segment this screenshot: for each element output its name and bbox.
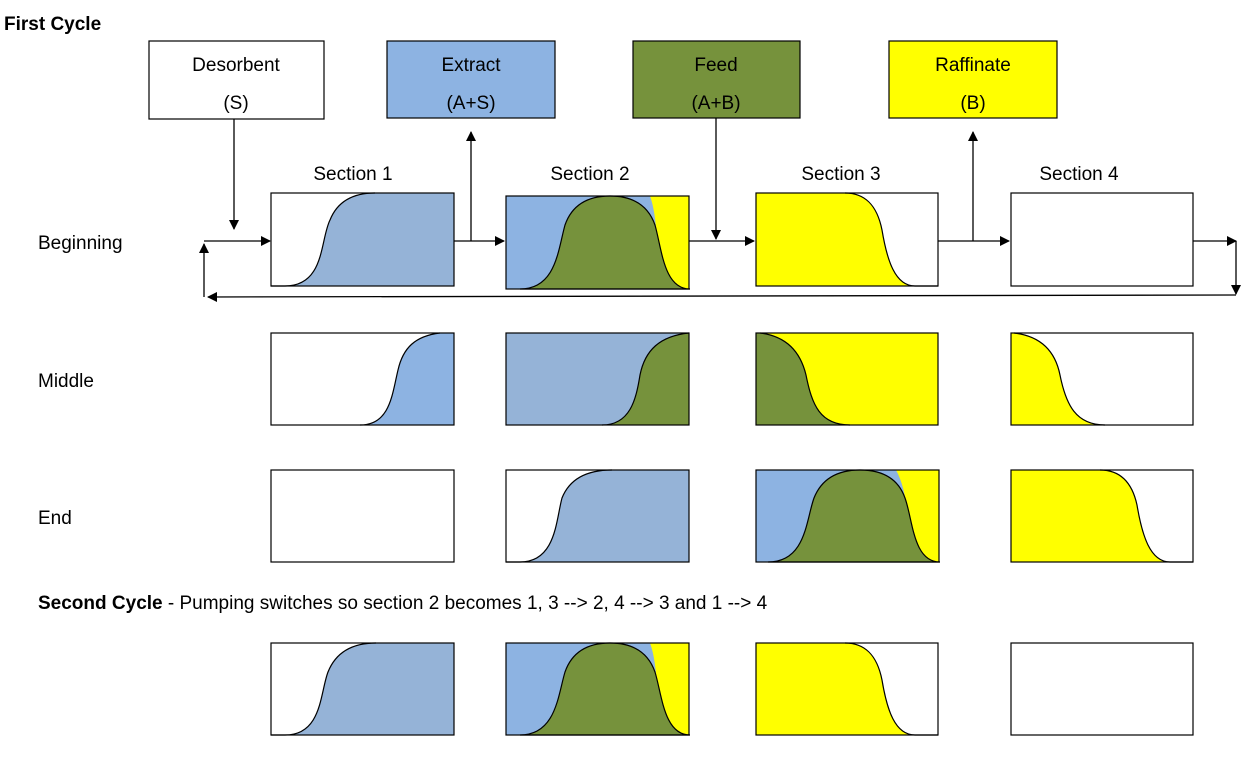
desorbent-label: Desorbent [192, 55, 280, 76]
stage-middle-label: Middle [38, 371, 94, 392]
section-3-label: Section 3 [801, 164, 880, 185]
column-section-4-beginning [1010, 192, 1194, 287]
column-section-2-end [505, 469, 690, 563]
column-section-4-middle [1010, 332, 1194, 426]
column-section-3-middle [755, 332, 939, 426]
extract-label: Extract [441, 55, 501, 76]
raffinate-label: Raffinate [935, 55, 1011, 76]
column-second-cycle-4 [1010, 642, 1194, 736]
flow-arrows [199, 118, 1241, 302]
desorbent-sub: (S) [223, 93, 248, 114]
column-section-3-end [755, 469, 941, 563]
stage-beginning-label: Beginning [38, 233, 123, 254]
column-section-2-beginning [505, 195, 691, 290]
column-second-cycle-1 [270, 642, 455, 736]
column-section-3-beginning [755, 192, 939, 287]
second-cycle-heading: Second Cycle - Pumping switches so secti… [38, 593, 768, 614]
feed-sub: (A+B) [691, 93, 740, 114]
second-cycle-title: Second Cycle [38, 593, 163, 614]
first-cycle-title: First Cycle [4, 14, 101, 35]
stage-end-label: End [38, 508, 72, 529]
column-second-cycle-3 [755, 642, 939, 736]
column-section-4-end [1010, 469, 1194, 563]
column-section-1-end [270, 469, 455, 563]
section-1-label: Section 1 [313, 164, 392, 185]
recycle-return-arrow [207, 291, 1237, 302]
column-section-2-middle [505, 332, 690, 426]
extract-sub: (A+S) [446, 93, 495, 114]
column-second-cycle-2 [505, 642, 691, 736]
section-4-label: Section 4 [1039, 164, 1119, 185]
extract-box: Extract (A+S) [386, 40, 556, 119]
second-cycle-description: - Pumping switches so section 2 becomes … [163, 593, 768, 614]
column-section-1-middle [270, 332, 455, 426]
column-section-1-beginning [270, 192, 455, 287]
raffinate-box: Raffinate (B) [888, 40, 1058, 119]
raffinate-sub: (B) [960, 93, 985, 114]
desorbent-box: Desorbent (S) [148, 40, 325, 120]
feed-box: Feed (A+B) [632, 40, 801, 119]
feed-label: Feed [694, 55, 737, 76]
section-2-label: Section 2 [550, 164, 629, 185]
